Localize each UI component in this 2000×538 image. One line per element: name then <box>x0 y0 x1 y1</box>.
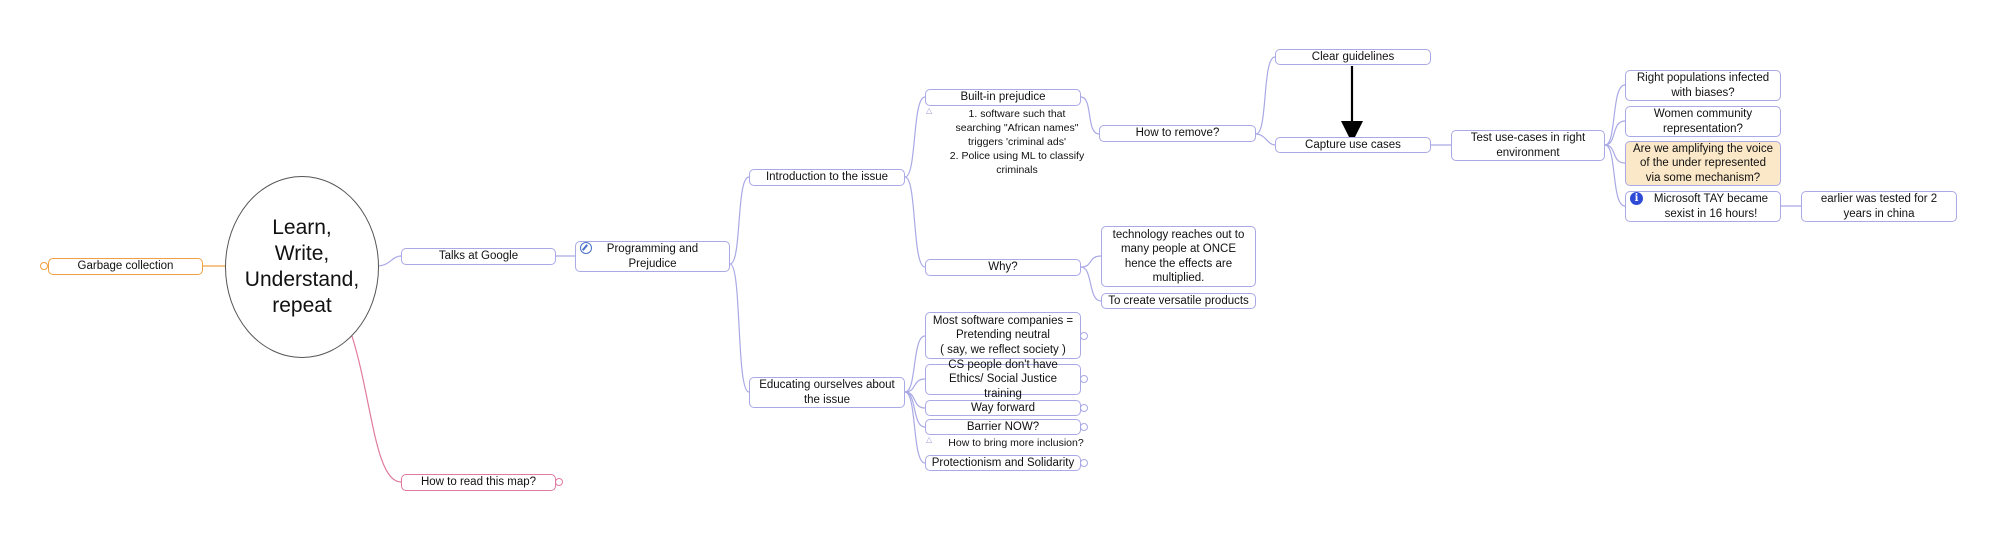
topic-programming-and-prejudice[interactable]: Programming and Prejudice <box>575 241 730 272</box>
line-prog-edu <box>729 263 750 393</box>
topic-how-to-remove[interactable]: How to remove? <box>1099 125 1256 142</box>
collapse-toggle-barrier[interactable] <box>1080 423 1088 431</box>
topic-test-use-cases[interactable]: Test use-cases in right environment <box>1451 130 1605 161</box>
line-why-tech <box>1080 255 1102 268</box>
topic-tested-in-china[interactable]: earlier was tested for 2 years in china <box>1801 191 1957 222</box>
line-howto <box>351 335 402 483</box>
topic-talks-at-google[interactable]: Talks at Google <box>401 248 556 265</box>
line-edu-barrier <box>904 391 926 428</box>
central-topic[interactable]: Learn, Write, Understand, repeat <box>225 176 379 358</box>
collapse-toggle-cs[interactable] <box>1080 375 1088 383</box>
line-intro-why <box>904 176 926 268</box>
line-builtin-remove <box>1080 96 1100 135</box>
note-triangle-icon[interactable]: △ <box>926 106 933 115</box>
topic-versatile-products[interactable]: To create versatile products <box>1101 293 1256 309</box>
topic-capture-use-cases[interactable]: Capture use cases <box>1275 137 1431 153</box>
info-icon[interactable]: i <box>1630 192 1643 205</box>
line-edu-companies <box>904 335 926 393</box>
line-why-versatile <box>1080 266 1102 302</box>
topic-women-community[interactable]: Women community representation? <box>1625 106 1781 137</box>
topic-amplifying-voice[interactable]: Are we amplifying the voice of the under… <box>1625 141 1781 186</box>
topic-why[interactable]: Why? <box>925 259 1081 276</box>
collapse-toggle-garbage[interactable] <box>40 262 48 270</box>
builtin-prejudice-note: 1. software such that searching "African… <box>949 108 1085 176</box>
line-prog-intro <box>729 176 750 265</box>
topic-built-in-prejudice[interactable]: Built-in prejudice <box>925 89 1081 106</box>
line-test-women <box>1604 120 1626 146</box>
line-intro-builtin <box>904 96 926 178</box>
line-talks <box>376 255 402 267</box>
link-icon[interactable] <box>580 242 592 254</box>
line-remove-capture <box>1255 133 1276 146</box>
topic-technology-reaches[interactable]: technology reaches out to many people at… <box>1101 226 1256 287</box>
topic-cs-people[interactable]: CS people don't have Ethics/ Social Just… <box>925 359 1081 400</box>
topic-how-to-read[interactable]: How to read this map? <box>401 474 556 491</box>
line-test-right <box>1604 84 1626 146</box>
topic-microsoft-tay[interactable]: Microsoft TAY became sexist in 16 hours! <box>1625 191 1781 222</box>
line-edu-protect <box>904 391 926 464</box>
collapse-toggle-protectionism[interactable] <box>1080 459 1088 467</box>
line-edu-cs <box>904 378 926 393</box>
topic-introduction[interactable]: Introduction to the issue <box>749 169 905 186</box>
inclusion-note: How to bring more inclusion? <box>948 437 1084 449</box>
line-remove-clear <box>1255 56 1276 135</box>
topic-barrier-now[interactable]: Barrier NOW? <box>925 419 1081 435</box>
line-test-tay <box>1604 144 1626 207</box>
topic-right-populations[interactable]: Right populations infected with biases? <box>1625 70 1781 101</box>
topic-clear-guidelines[interactable]: Clear guidelines <box>1275 49 1431 65</box>
topic-way-forward[interactable]: Way forward <box>925 400 1081 416</box>
collapse-toggle-way[interactable] <box>1080 404 1088 412</box>
topic-educating-ourselves[interactable]: Educating ourselves about the issue <box>749 377 905 408</box>
collapse-toggle-software[interactable] <box>1080 332 1088 340</box>
line-test-amp <box>1604 144 1626 164</box>
topic-software-companies[interactable]: Most software companies = Pretending neu… <box>925 312 1081 359</box>
topic-garbage-collection[interactable]: Garbage collection <box>48 258 203 275</box>
collapse-toggle-howto[interactable] <box>555 478 563 486</box>
topic-protectionism-solidarity[interactable]: Protectionism and Solidarity <box>925 455 1081 471</box>
note-triangle-icon[interactable]: △ <box>926 435 933 444</box>
